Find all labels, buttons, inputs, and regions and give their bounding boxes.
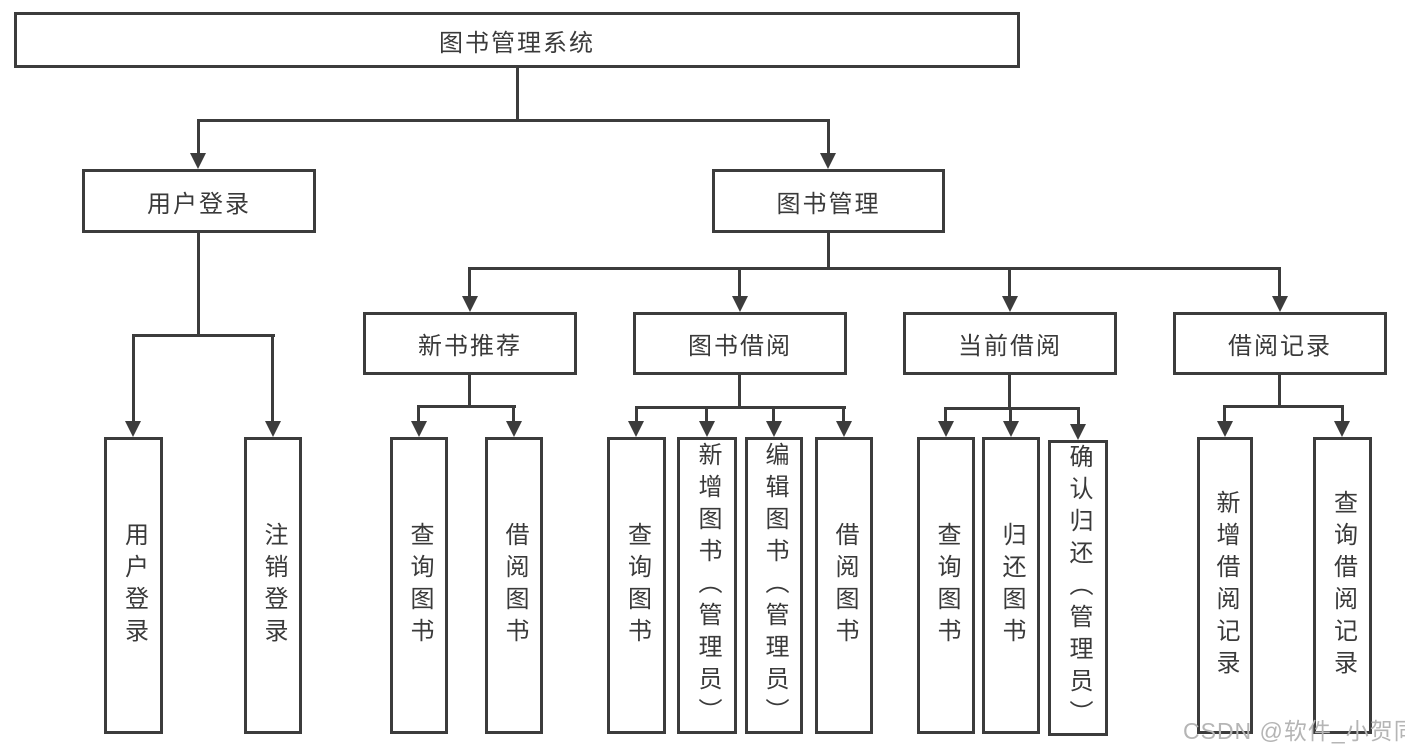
node-label: 新增图书（管理员）	[694, 441, 721, 730]
arrow-down-icon	[125, 421, 141, 437]
arrow-down-icon	[836, 421, 852, 437]
node-label: 新增借阅记录	[1212, 489, 1239, 682]
node-borrowing-records: 借阅记录	[1173, 312, 1387, 375]
node-label: 当前借阅	[958, 333, 1062, 360]
arrow-down-icon	[1003, 421, 1019, 437]
node-add-book-admin: 新增图书（管理员）	[677, 437, 737, 734]
node-label: 借阅图书	[501, 521, 528, 650]
connector-line	[197, 119, 830, 122]
arrow-down-icon	[411, 421, 427, 437]
node-book-management: 图书管理	[712, 169, 945, 233]
node-label: 查询图书	[623, 521, 651, 650]
arrow-down-icon	[1334, 421, 1350, 437]
arrow-down-icon	[938, 421, 954, 437]
node-label: 用户登录	[120, 521, 148, 650]
connector-line	[132, 334, 135, 422]
connector-line	[468, 267, 1281, 270]
watermark: CSDN @软件_小贺同学	[1183, 718, 1405, 744]
connector-line	[1341, 405, 1344, 423]
connector-line	[1008, 267, 1011, 298]
node-return-book: 归还图书	[982, 437, 1040, 734]
node-label: 借阅记录	[1228, 333, 1332, 360]
node-confirm-return-admin: 确认归还（管理员）	[1048, 440, 1108, 736]
connector-line	[635, 406, 638, 423]
connector-line	[827, 119, 830, 155]
node-label: 查询借阅记录	[1329, 489, 1357, 682]
node-label: 新书推荐	[418, 333, 522, 360]
node-borrow-books-recommend: 借阅图书	[485, 437, 543, 734]
node-query-borrow-record: 查询借阅记录	[1313, 437, 1372, 734]
node-user-login: 用户登录	[82, 169, 316, 233]
node-label: 确认归还（管理员）	[1065, 444, 1092, 732]
connector-line	[1278, 375, 1281, 407]
node-label: 查询图书	[933, 521, 960, 650]
arrow-down-icon	[506, 421, 522, 437]
node-borrow-books: 借阅图书	[815, 437, 873, 734]
connector-line	[772, 406, 775, 423]
arrow-down-icon	[699, 421, 715, 437]
node-label: 图书借阅	[688, 333, 792, 360]
arrow-down-icon	[732, 296, 748, 312]
node-label: 注销登录	[260, 521, 287, 650]
connector-line	[468, 267, 471, 298]
node-add-borrow-record: 新增借阅记录	[1197, 437, 1253, 734]
arrow-down-icon	[1217, 421, 1233, 437]
connector-line	[417, 405, 420, 423]
node-query-books-borrowing: 查询图书	[607, 437, 666, 734]
connector-line	[738, 375, 741, 408]
connector-line	[827, 233, 830, 269]
connector-line	[1008, 375, 1011, 409]
connector-line	[705, 406, 708, 423]
connector-line	[1077, 407, 1080, 426]
connector-line	[944, 407, 947, 423]
arrow-down-icon	[265, 421, 281, 437]
node-label: 图书管理	[776, 190, 881, 218]
arrow-down-icon	[1272, 296, 1288, 312]
node-book-borrowing: 图书借阅	[633, 312, 847, 375]
connector-line	[271, 334, 274, 422]
arrow-down-icon	[190, 153, 206, 169]
node-logout: 注销登录	[244, 437, 302, 734]
connector-line	[1009, 407, 1012, 423]
arrow-down-icon	[1002, 296, 1018, 312]
node-label: 编辑图书（管理员）	[761, 441, 788, 730]
node-library-management-system: 图书管理系统	[14, 12, 1020, 68]
arrow-down-icon	[628, 421, 644, 437]
node-new-book-recommendation: 新书推荐	[363, 312, 577, 375]
node-current-borrowing: 当前借阅	[903, 312, 1117, 375]
connector-line	[512, 405, 515, 423]
connector-line	[468, 375, 471, 407]
connector-line	[738, 267, 741, 298]
connector-line	[516, 68, 519, 121]
node-user-login-action: 用户登录	[104, 437, 163, 734]
node-query-books-recommend: 查询图书	[390, 437, 448, 734]
connector-line	[1223, 405, 1226, 423]
node-edit-book-admin: 编辑图书（管理员）	[745, 437, 803, 734]
connector-line	[1278, 267, 1281, 298]
arrow-down-icon	[462, 296, 478, 312]
connector-line	[1223, 405, 1344, 408]
node-label: 图书管理系统	[439, 29, 595, 57]
node-query-books-current: 查询图书	[917, 437, 975, 734]
connector-line	[197, 119, 200, 155]
arrow-down-icon	[1070, 424, 1086, 440]
connector-line	[132, 334, 275, 337]
node-label: 借阅图书	[831, 521, 858, 650]
arrow-down-icon	[820, 153, 836, 169]
connector-line	[197, 233, 200, 336]
node-label: 查询图书	[406, 521, 433, 650]
connector-line	[635, 406, 846, 409]
node-label: 用户登录	[147, 190, 251, 218]
connector-line	[944, 407, 1080, 410]
connector-line	[417, 405, 516, 408]
node-label: 归还图书	[998, 521, 1025, 650]
connector-line	[842, 406, 845, 423]
arrow-down-icon	[766, 421, 782, 437]
